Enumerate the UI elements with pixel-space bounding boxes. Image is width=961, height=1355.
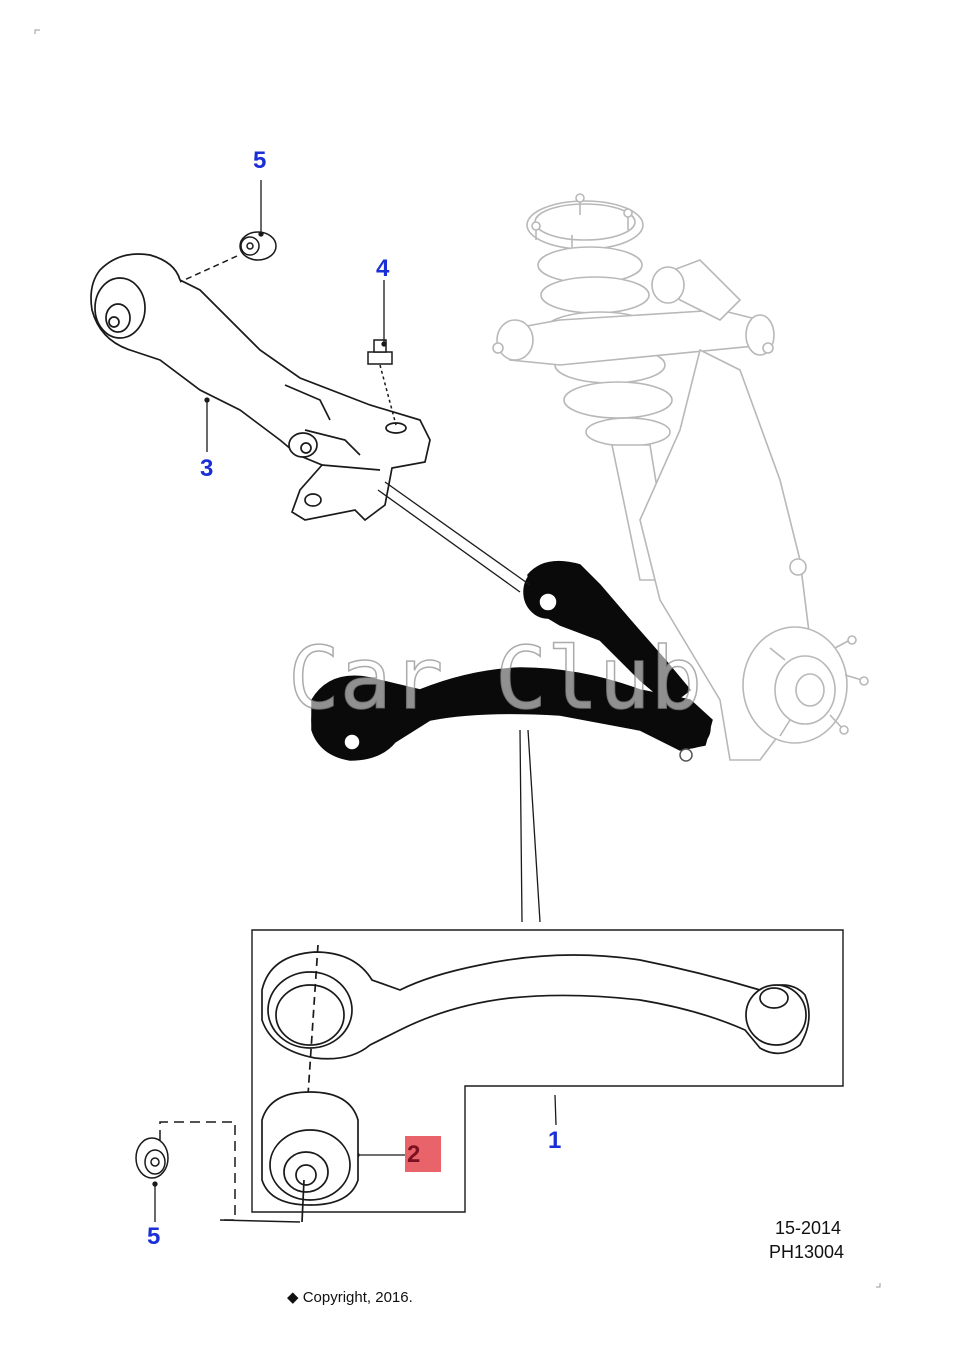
callout-4: 4 <box>376 255 390 282</box>
part-code: PH13004 <box>769 1242 844 1262</box>
callout-5-top: 5 <box>253 147 266 174</box>
callout-5-bottom: 5 <box>147 1223 160 1250</box>
strut-assembly-ghost <box>492 193 869 761</box>
callout-2: 2 <box>407 1141 420 1168</box>
control-arm-part-1 <box>261 944 810 1096</box>
rear-link-part-3 <box>90 253 431 522</box>
callout-2-highlight <box>405 1136 441 1172</box>
copyright-text: ◆ Copyright, 2016. <box>287 1289 413 1306</box>
watermark: Car Club <box>288 629 702 729</box>
nut-part-5-top <box>179 231 277 283</box>
date-code: 15-2014 <box>775 1218 841 1238</box>
detail-frame <box>251 929 844 1213</box>
bushing-part-2 <box>261 1091 359 1223</box>
callout-1: 1 <box>548 1127 561 1154</box>
leader-lines <box>152 180 557 1222</box>
lower-arm-installed <box>311 560 713 762</box>
corner-marks <box>34 29 881 1288</box>
nut-part-5-bottom <box>135 1121 301 1223</box>
callout-3: 3 <box>200 455 213 482</box>
